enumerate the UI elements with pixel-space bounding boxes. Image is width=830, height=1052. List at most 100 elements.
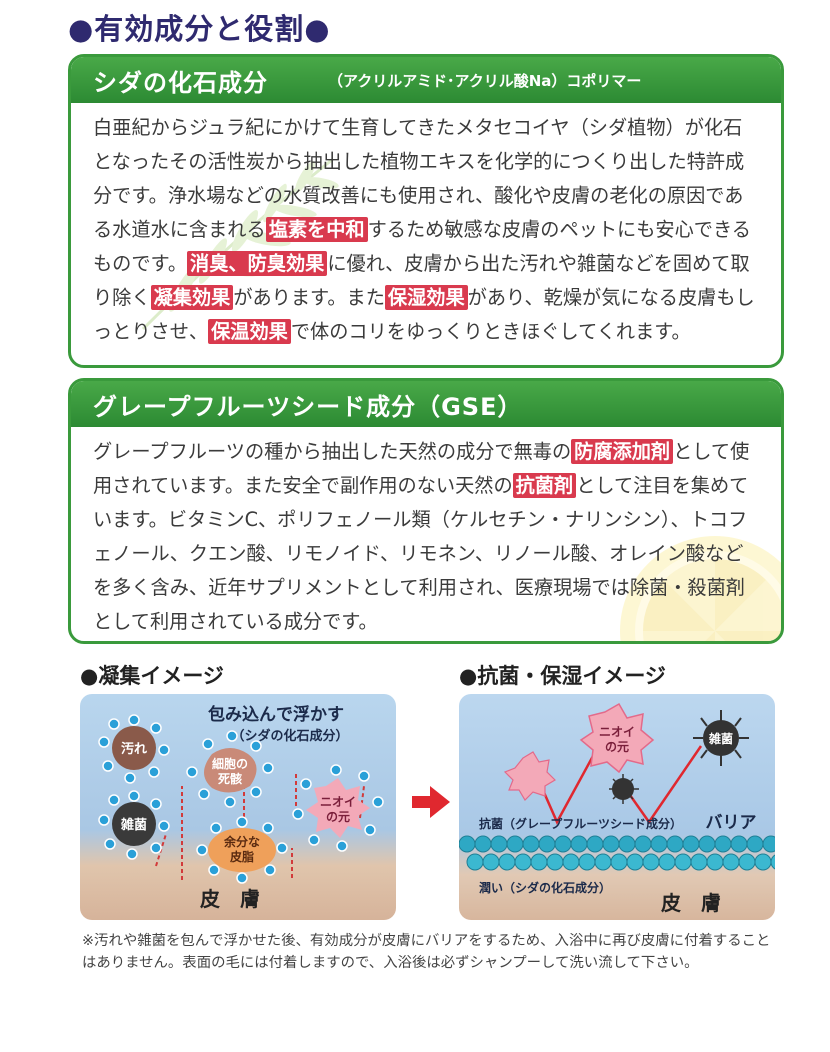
aggregation-illustration: 包み込んで浮かす （シダの化石成分） 汚れ 細胞の 死骸 bbox=[80, 694, 396, 920]
barrier-bead bbox=[714, 835, 732, 853]
barrier-bead bbox=[626, 853, 644, 871]
body-text-run: があり、乾燥が気になる皮膚もしっとりさせ、 bbox=[93, 286, 755, 343]
antibacterial-label: 抗菌（グレープフルーツシード成分） bbox=[479, 816, 682, 831]
section-title: グレープフルーツシード成分（GSE） bbox=[93, 392, 523, 421]
barrier-bead bbox=[770, 854, 775, 870]
barrier-bead bbox=[459, 835, 476, 853]
odor-label-line1: ニオイ bbox=[599, 725, 635, 739]
barrier-bead bbox=[586, 835, 604, 853]
barrier-bead bbox=[594, 853, 612, 871]
barrier-bead bbox=[698, 835, 716, 853]
highlighted-term: 抗菌剤 bbox=[512, 473, 577, 498]
barrier-bead bbox=[570, 835, 588, 853]
highlighted-term: 防腐添加剤 bbox=[571, 439, 674, 464]
barrier-bead bbox=[674, 853, 692, 871]
dead-cell-particle: 細胞の 死骸 bbox=[186, 730, 274, 808]
right-arrow-icon bbox=[412, 786, 450, 818]
section-subtitle: （アクリルアミド･アクリル酸Na）コポリマー bbox=[328, 71, 642, 90]
highlighted-term: 消臭、防臭効果 bbox=[187, 251, 328, 276]
section-header: シダの化石成分 （アクリルアミド･アクリル酸Na）コポリマー bbox=[71, 57, 781, 103]
barrier-bead bbox=[546, 853, 564, 871]
barrier-bead bbox=[722, 853, 740, 871]
body-text-run: に優れ、皮膚から出た汚れや雑菌などを固めて取り除く bbox=[93, 252, 750, 309]
body-text-run: があります。また bbox=[233, 286, 385, 309]
barrier-bead bbox=[490, 835, 508, 853]
antibacterial-image-title: ●抗菌・保湿イメージ bbox=[459, 664, 666, 688]
barrier-bead bbox=[754, 853, 772, 871]
caption-main: 包み込んで浮かす bbox=[208, 704, 344, 725]
page-title: ●有効成分と役割● bbox=[68, 12, 331, 46]
highlighted-term: 保湿効果 bbox=[384, 285, 468, 310]
barrier-bead bbox=[602, 835, 620, 853]
highlighted-term: 凝集効果 bbox=[150, 285, 234, 310]
dirt-label: 汚れ bbox=[121, 741, 147, 757]
section-header: グレープフルーツシード成分（GSE） bbox=[71, 381, 781, 427]
caption-sub: （シダの化石成分） bbox=[231, 728, 348, 744]
dead-cell-label-line1: 細胞の bbox=[212, 756, 248, 771]
bacteria-icon: 雑菌 bbox=[693, 710, 749, 766]
section-title: シダの化石成分 bbox=[93, 68, 268, 97]
dirt-particle: 汚れ bbox=[98, 714, 170, 784]
skin-label: 皮 膚 bbox=[200, 887, 260, 911]
section-grapefruit-seed: グレープフルーツシード成分（GSE） グレープフルーツの種から抽出した天然の成分… bbox=[68, 378, 784, 644]
body-text-run: として使用されています。また安全で副作用のない天然の bbox=[93, 440, 750, 497]
barrier-bead bbox=[538, 835, 556, 853]
sebum-label-line2: 皮脂 bbox=[229, 849, 254, 864]
odor-source-icon: ニオイ の元 bbox=[579, 702, 655, 774]
barrier-bead bbox=[730, 835, 748, 853]
bacteria-label: 雑菌 bbox=[708, 731, 733, 746]
sebum-label-line1: 余分な bbox=[223, 834, 260, 849]
body-text-run: グレープフルーツの種から抽出した天然の成分で無毒の bbox=[93, 440, 572, 463]
barrier-bead bbox=[746, 835, 764, 853]
footnote: ※汚れや雑菌を包んで浮かせた後、有効成分が皮膚にバリアをするため、入浴中に再び皮… bbox=[82, 933, 771, 971]
aggregation-image-title: ●凝集イメージ bbox=[80, 664, 224, 688]
barrier-bead bbox=[554, 835, 572, 853]
body-text-run: 白亜紀からジュラ紀にかけて生育してきたメタセコイヤ（シダ植物）が化石となったその… bbox=[93, 116, 745, 241]
barrier-bead bbox=[690, 853, 708, 871]
section-body-text: 白亜紀からジュラ紀にかけて生育してきたメタセコイヤ（シダ植物）が化石となったその… bbox=[71, 103, 781, 349]
barrier-bead bbox=[682, 835, 700, 853]
barrier-bead bbox=[482, 853, 500, 871]
highlighted-term: 塩素を中和 bbox=[265, 217, 368, 242]
body-text-run: で体のコリをゆっくりときほぐしてくれます。 bbox=[290, 320, 691, 343]
highlighted-term: 保温効果 bbox=[208, 319, 291, 344]
body-text-run: するため敏感な皮膚のペットにも安心できるものです。 bbox=[93, 218, 751, 275]
section-fern-fossil: シダの化石成分 （アクリルアミド･アクリル酸Na）コポリマー 白亜紀からジュラ紀… bbox=[68, 54, 784, 368]
barrier-bead bbox=[506, 835, 524, 853]
barrier-bead bbox=[530, 853, 548, 871]
barrier-bead bbox=[634, 835, 652, 853]
barrier-bead bbox=[522, 835, 540, 853]
barrier-bead bbox=[578, 853, 596, 871]
antibacterial-illustration: ニオイ の元 雑菌 抗菌（グレープフルーツシード成分） バリア 潤い（シダの化 bbox=[459, 694, 775, 920]
barrier-bead bbox=[610, 853, 628, 871]
barrier-bead bbox=[738, 853, 756, 871]
body-text-run: として注目を集めています。ビタミンC、ポリフェノール類（ケルセチン・ナリンシン）… bbox=[93, 474, 749, 633]
barrier-bead bbox=[706, 853, 724, 871]
odor-label-line2: の元 bbox=[605, 740, 629, 754]
bacteria-particle: 雑菌 bbox=[98, 790, 170, 860]
barrier-bead bbox=[498, 853, 516, 871]
barrier-layer bbox=[459, 835, 775, 871]
barrier-label: バリア bbox=[706, 813, 757, 833]
excess-sebum-particle: 余分な 皮脂 bbox=[196, 816, 288, 884]
barrier-bead bbox=[618, 835, 636, 853]
barrier-bead bbox=[658, 853, 676, 871]
skin-label: 皮 膚 bbox=[661, 891, 721, 915]
barrier-bead bbox=[514, 853, 532, 871]
barrier-bead bbox=[642, 853, 660, 871]
barrier-bead bbox=[474, 835, 492, 853]
odor-label-line1: ニオイ bbox=[320, 795, 356, 809]
barrier-bead bbox=[562, 853, 580, 871]
small-odor-icon bbox=[503, 751, 556, 801]
barrier-bead bbox=[666, 835, 684, 853]
small-bacteria-icon bbox=[609, 774, 639, 804]
section-body-text: グレープフルーツの種から抽出した天然の成分で無毒の防腐添加剤として使用されていま… bbox=[71, 427, 781, 639]
odor-label-line2: の元 bbox=[326, 810, 350, 824]
grapefruit-slice-icon bbox=[620, 536, 781, 641]
odor-source-particle: ニオイ の元 bbox=[292, 764, 384, 852]
bacteria-label: 雑菌 bbox=[120, 817, 147, 833]
moisture-label: 潤い（シダの化石成分） bbox=[479, 880, 611, 895]
dead-cell-label-line2: 死骸 bbox=[218, 771, 242, 786]
barrier-bead bbox=[762, 835, 775, 853]
barrier-bead bbox=[650, 835, 668, 853]
